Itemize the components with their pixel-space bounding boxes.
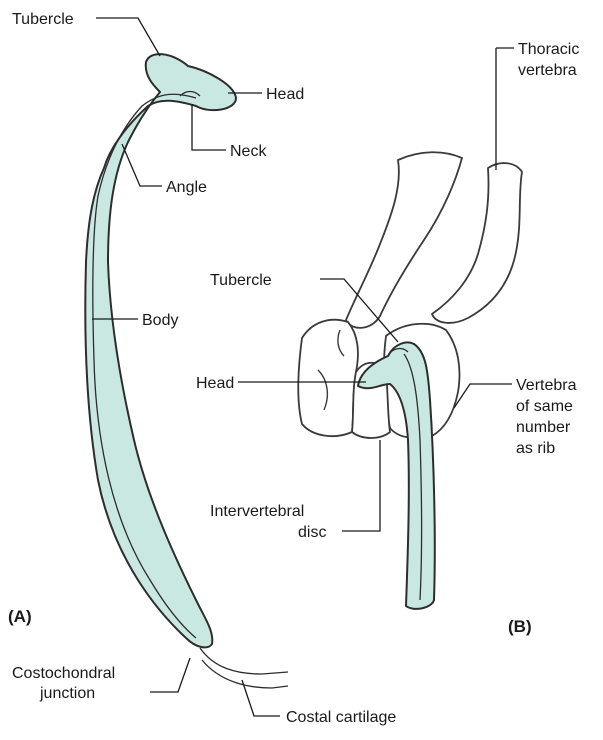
label-neck-a: Neck (230, 143, 267, 160)
label-tubercle-b: Tubercle (210, 272, 272, 289)
label-body-a: Body (142, 312, 178, 329)
leader-costochondral (150, 658, 190, 692)
label-head-b: Head (196, 375, 234, 392)
panel-b-articulation: Thoracic vertebra Tubercle Head Vertebra… (196, 41, 579, 636)
label-vertebra-1: Vertebra (516, 377, 577, 394)
rib-body-shape (85, 54, 236, 647)
leader-vertebra (454, 384, 512, 408)
label-vertebra-4: as rib (516, 440, 555, 457)
label-head-a: Head (266, 86, 304, 103)
label-costochondral-1: Costochondral (12, 665, 115, 682)
label-tubercle-a: Tubercle (12, 11, 74, 28)
costal-cartilage-shape-lower (202, 660, 288, 688)
leader-angle-a (122, 144, 162, 186)
label-angle-a: Angle (166, 179, 207, 196)
label-thoracic-1: Thoracic (518, 41, 579, 58)
label-costal-cartilage: Costal cartilage (286, 709, 396, 726)
vertebra-body-left (298, 320, 358, 436)
label-vertebra-3: number (516, 419, 571, 436)
label-costochondral-2: junction (39, 685, 95, 702)
rib-b-shape (358, 343, 435, 609)
label-disc-1: Intervertebral (210, 503, 304, 520)
panel-label-b: (B) (508, 617, 532, 636)
label-disc-2: disc (298, 524, 326, 541)
label-thoracic-2: vertebra (518, 62, 577, 79)
panel-label-a: (A) (8, 607, 32, 626)
leader-disc (342, 440, 380, 531)
leader-tubercle-a (96, 18, 160, 56)
label-vertebra-2: of same (516, 398, 573, 415)
